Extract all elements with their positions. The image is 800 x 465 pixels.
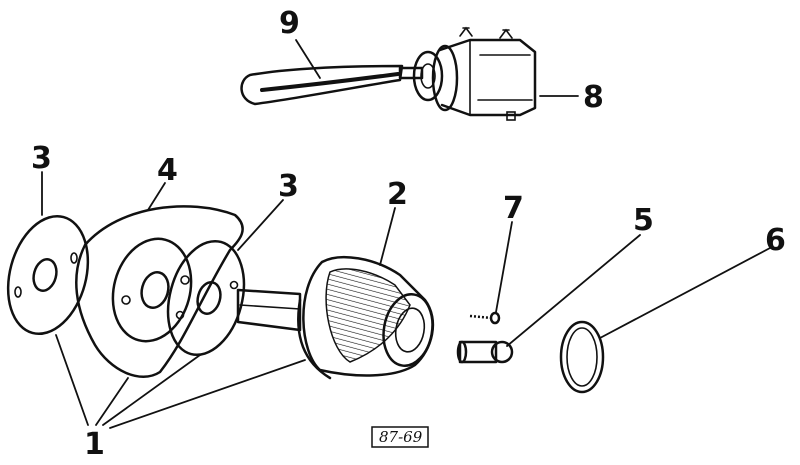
reference-code: 87-69 [379, 428, 423, 446]
callout-6: 6 [765, 223, 786, 258]
callout-2: 2 [387, 177, 408, 212]
gasket-left [6, 214, 90, 336]
callout-5: 5 [633, 203, 654, 238]
reference-code-box: 87-69 [371, 426, 429, 448]
leader-lines [41, 39, 771, 429]
bulb [456, 340, 514, 364]
lever-handle [240, 64, 424, 106]
switch-housing [412, 26, 537, 121]
base-plate [75, 205, 244, 378]
callout-1: 1 [84, 427, 105, 462]
callout-3-left: 3 [31, 141, 52, 176]
callout-3-right: 3 [278, 169, 299, 204]
screw [469, 311, 501, 325]
callout-8: 8 [583, 80, 604, 115]
lamp-body [236, 255, 435, 380]
callout-9: 9 [279, 6, 300, 41]
o-ring [559, 320, 605, 394]
callout-labels: 9 8 3 4 3 2 7 5 6 1 [31, 6, 786, 462]
callout-7: 7 [503, 191, 524, 226]
gasket-right [166, 239, 246, 357]
callout-4: 4 [157, 153, 178, 188]
